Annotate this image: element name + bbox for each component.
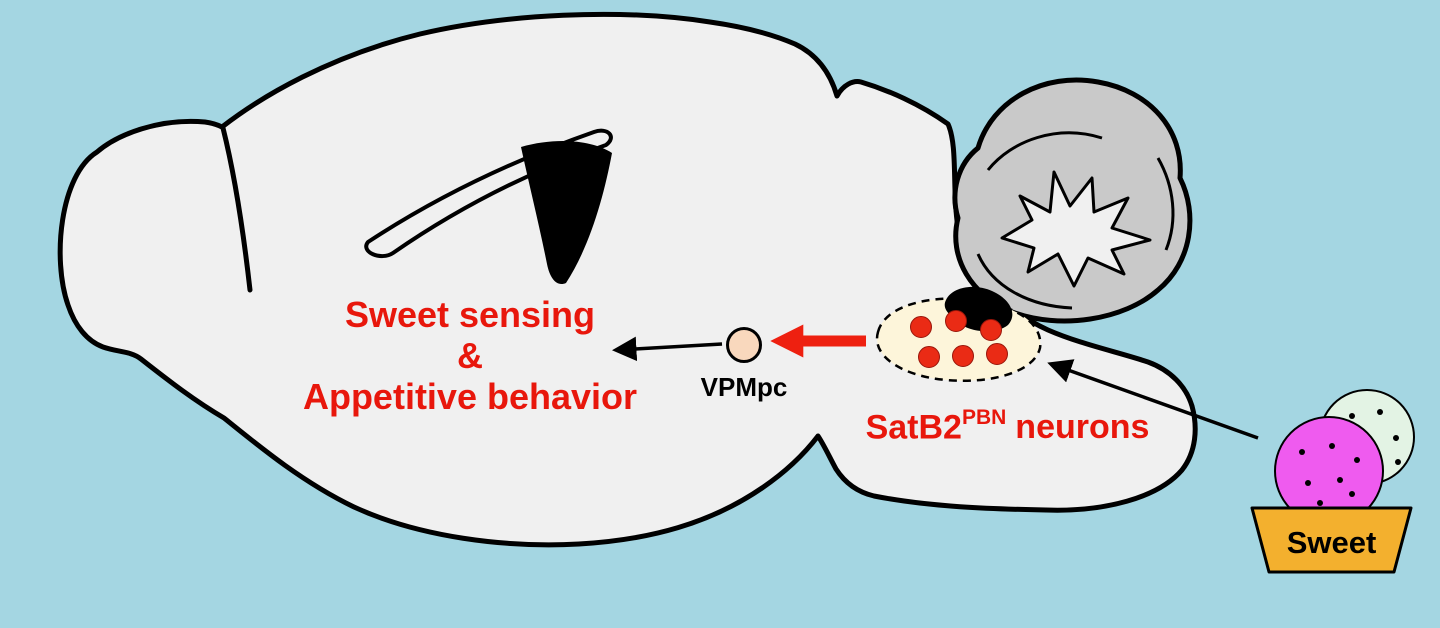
satb2-gene: SatB2 [865,408,962,447]
cerebellum-arbor-vitae [1000,170,1152,288]
sweet-bowl [1250,506,1413,574]
neuron-dot [910,316,932,338]
neuron-dot [945,310,967,332]
neuron-dot [952,345,974,367]
satb2-neuron-dots [910,310,1008,368]
neuron-dot [986,343,1008,365]
neuron-dot [980,319,1002,341]
brain-outline [57,11,1198,548]
neuron-dot [918,346,940,368]
cerebellum-fold-line-top [986,131,1103,171]
outcome-line-1: Sweet sensing [344,294,596,335]
vpmpc-circle [726,327,762,363]
scoop-green-sprinkles [1349,409,1401,465]
ice-cream-icon [1250,389,1415,574]
hippocampal-black-region [521,141,612,285]
cerebellum [952,77,1193,324]
cerebellum-fold-line-bottom [976,253,1073,310]
olfactory-bulb-crease [220,125,253,293]
satb2-neurons-label: SatB2PBN neurons [830,406,1185,447]
sweet-input-arrow [1047,359,1259,440]
scoop-pink-sprinkles [1299,443,1360,506]
vpmpc-output-arrow [611,336,723,362]
satb2-rest: neurons [1015,408,1150,447]
outcome-line-2: & [457,335,483,376]
outcome-label: Sweet sensing & Appetitive behavior [250,294,690,417]
sweet-cup-label: Sweet [1286,525,1377,560]
satb2-superscript: PBN [961,406,1007,429]
cerebellum-fold-line-right [1156,157,1175,251]
outcome-line-3: Appetitive behavior [302,376,638,417]
vpmpc-label: VPMpc [700,372,788,402]
